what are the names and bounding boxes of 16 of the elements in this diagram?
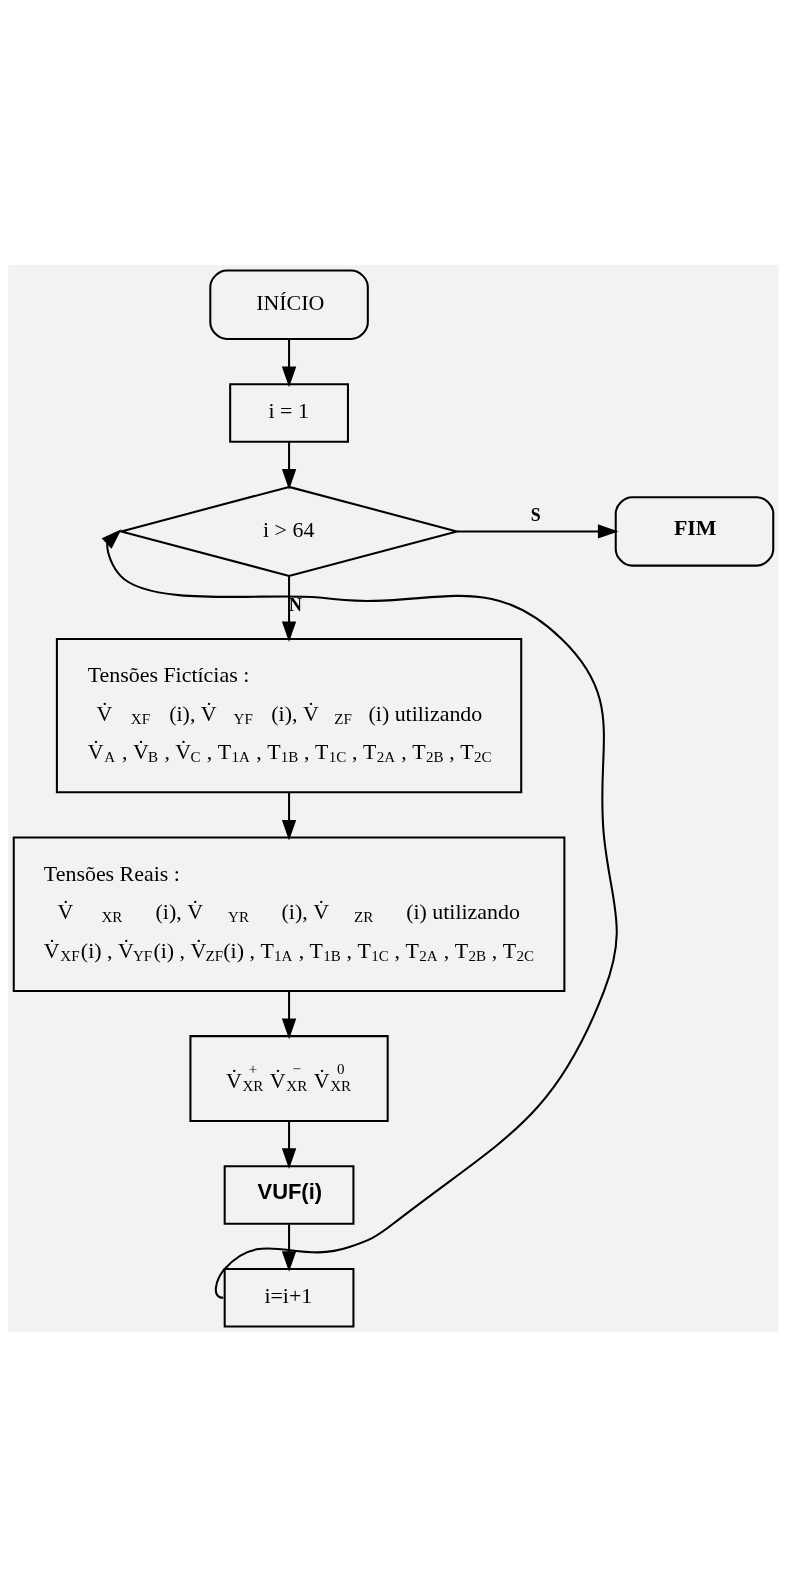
arrow [281, 1223, 297, 1272]
node-box: FIM [614, 495, 775, 567]
arrow [101, 528, 618, 1298]
edge-label: S [530, 504, 541, 525]
arrow [281, 1121, 297, 1169]
arrow [281, 990, 297, 1039]
node-box: i=i+1 [223, 1267, 355, 1328]
node-box: INÍCIO [209, 268, 369, 340]
arrow [456, 523, 619, 539]
edge-label: N [289, 594, 302, 615]
node-box: i = 1 [229, 382, 349, 443]
arrow [281, 792, 297, 840]
arrow [281, 575, 297, 642]
node-box: VUF(i) [223, 1164, 355, 1225]
arrow [281, 441, 297, 490]
arrow [281, 338, 297, 387]
